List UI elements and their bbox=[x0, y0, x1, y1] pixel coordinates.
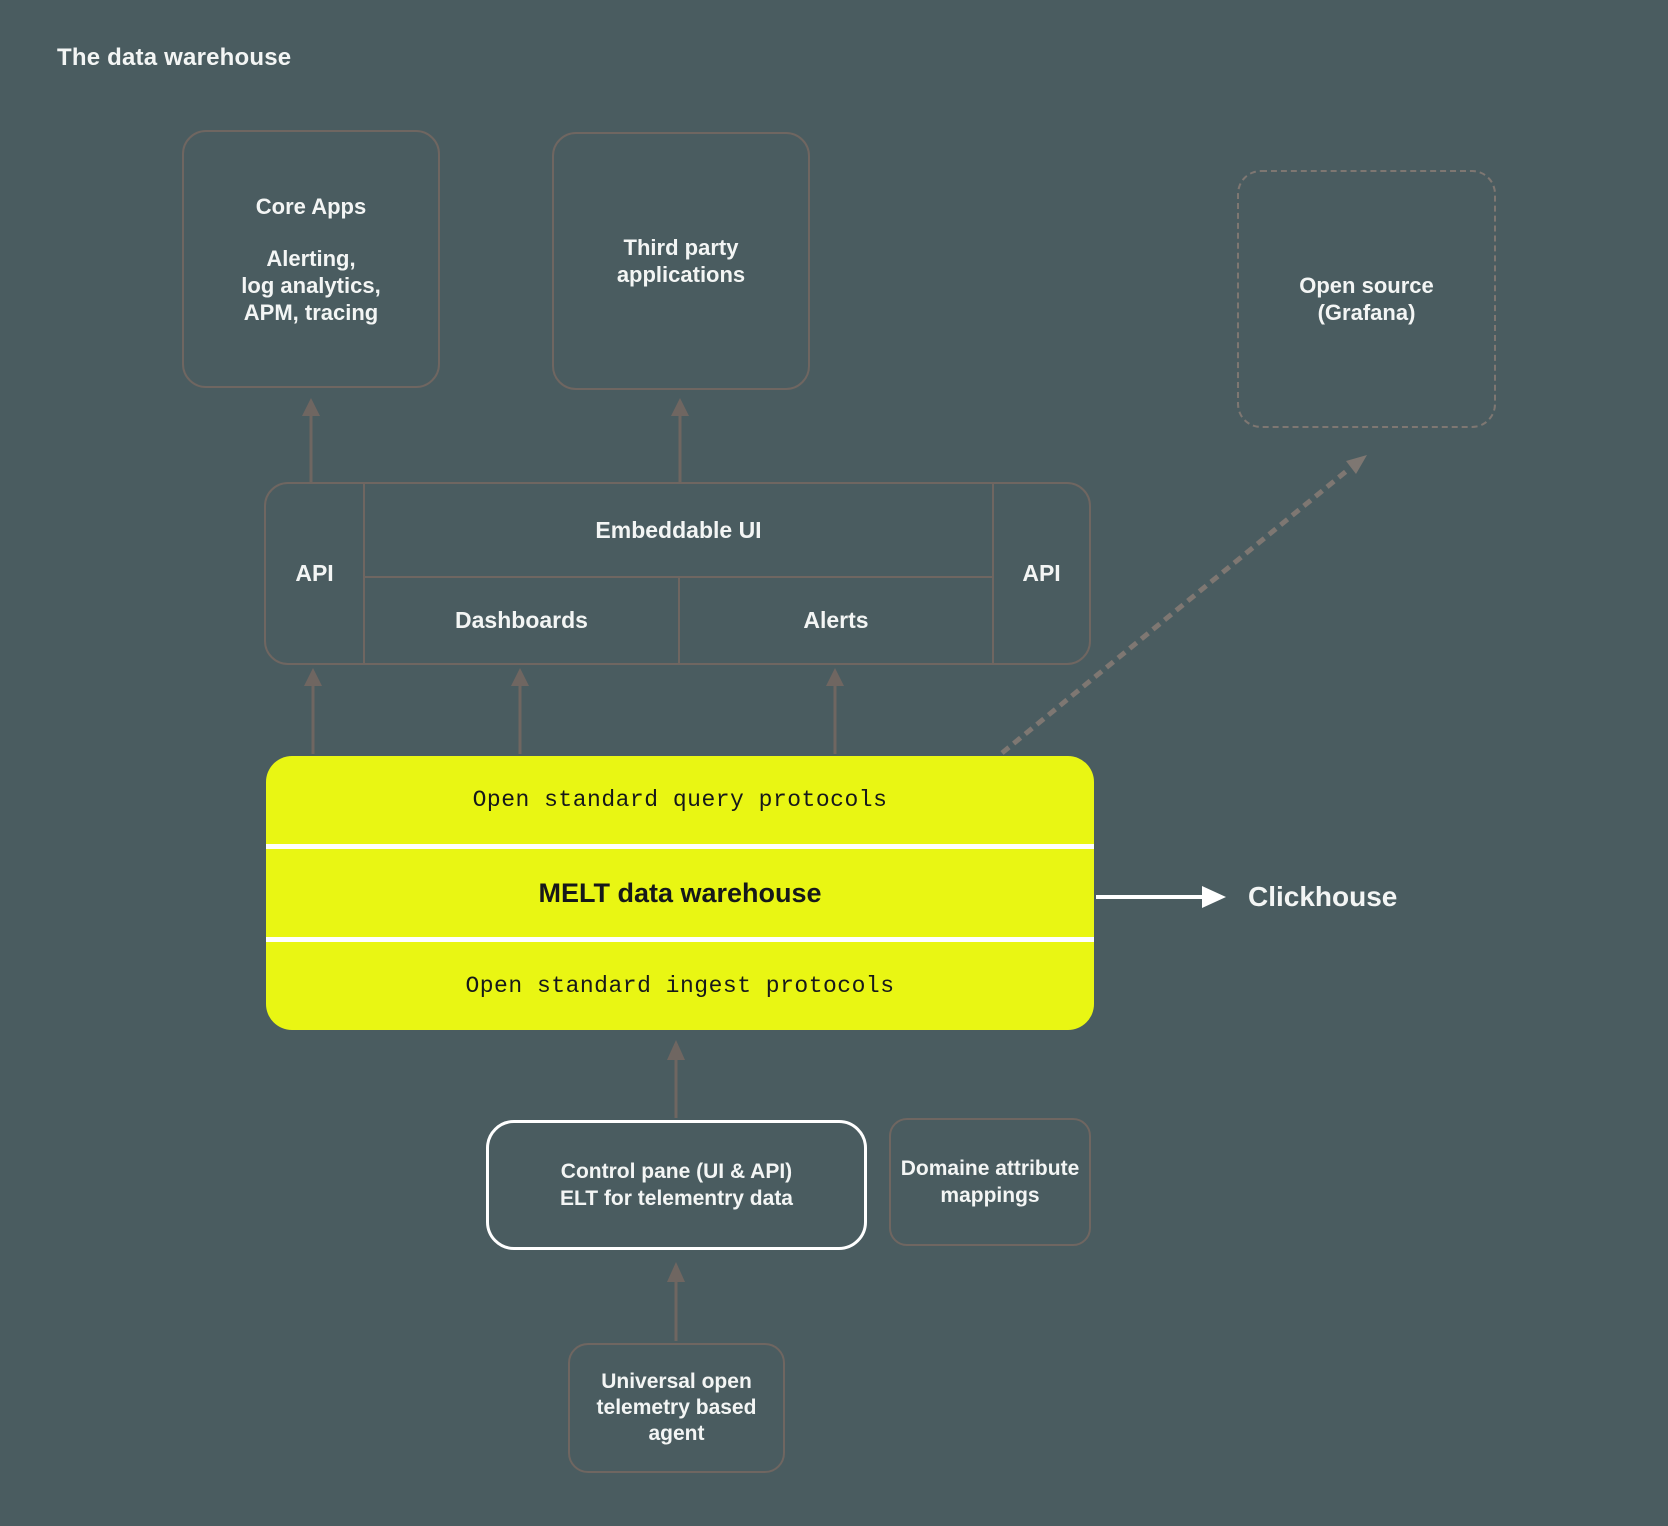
domain-mappings-line-1: Domaine attribute bbox=[900, 1157, 1080, 1180]
api-left-label: API bbox=[295, 560, 334, 586]
telemetry-agent-box: Universal open telemetry based agent bbox=[568, 1343, 785, 1473]
arrow-warehouse-to-api-2 bbox=[511, 668, 529, 754]
agent-line-3: agent bbox=[648, 1422, 705, 1445]
api-layer-box: API Embeddable UI Dashboards Alerts API bbox=[264, 482, 1091, 665]
divider-line bbox=[992, 484, 994, 663]
api-right-label: API bbox=[1022, 560, 1061, 586]
query-protocols-row: Open standard query protocols bbox=[472, 787, 888, 813]
third-party-box: Third party applications bbox=[552, 132, 810, 390]
grafana-line-1: Open source bbox=[1299, 273, 1434, 298]
arrow-warehouse-to-api-1 bbox=[304, 668, 322, 754]
divider-line bbox=[678, 578, 680, 663]
ingest-protocols-row: Open standard ingest protocols bbox=[465, 973, 895, 999]
domain-attribute-mappings-box: Domaine attribute mappings bbox=[889, 1118, 1091, 1246]
divider-line bbox=[266, 844, 1094, 849]
arrow-api-to-third-party bbox=[671, 398, 689, 482]
agent-line-2: telemetry based bbox=[596, 1396, 757, 1419]
core-apps-line-3: APM, tracing bbox=[243, 299, 379, 325]
page-title: The data warehouse bbox=[57, 44, 292, 71]
core-apps-line-1: Alerting, bbox=[266, 245, 356, 271]
domain-mappings-line-2: mappings bbox=[940, 1184, 1040, 1207]
third-party-line-1: Third party bbox=[623, 235, 739, 260]
divider-line bbox=[266, 937, 1094, 942]
arrow-warehouse-to-clickhouse bbox=[1096, 886, 1226, 908]
control-pane-line-1: Control pane (UI & API) bbox=[560, 1160, 793, 1183]
control-pane-box: Control pane (UI & API) ELT for telement… bbox=[486, 1120, 867, 1250]
open-source-grafana-box: Open source (Grafana) bbox=[1237, 170, 1496, 428]
embeddable-ui-label: Embeddable UI bbox=[595, 516, 762, 543]
agent-line-1: Universal open bbox=[601, 1370, 752, 1393]
warehouse-name-row: MELT data warehouse bbox=[538, 877, 822, 908]
divider-line bbox=[363, 576, 994, 578]
grafana-line-2: (Grafana) bbox=[1317, 300, 1416, 325]
core-apps-title: Core Apps bbox=[255, 193, 367, 219]
third-party-line-2: applications bbox=[616, 262, 746, 287]
arrow-control-pane-to-warehouse bbox=[667, 1040, 685, 1118]
core-apps-line-2: log analytics, bbox=[241, 272, 381, 298]
arrow-warehouse-to-api-3 bbox=[826, 668, 844, 754]
divider-line bbox=[363, 484, 365, 663]
control-pane-line-2: ELT for telementry data bbox=[560, 1187, 793, 1210]
arrow-api-to-core-apps bbox=[302, 398, 320, 482]
arrow-agent-to-control-pane bbox=[667, 1262, 685, 1341]
dashboards-label: Dashboards bbox=[455, 607, 588, 633]
clickhouse-label: Clickhouse bbox=[1248, 881, 1398, 912]
alerts-label: Alerts bbox=[803, 607, 869, 633]
core-apps-box: Core Apps Alerting, log analytics, APM, … bbox=[182, 130, 440, 388]
melt-warehouse-box: Open standard query protocols MELT data … bbox=[266, 756, 1094, 1030]
